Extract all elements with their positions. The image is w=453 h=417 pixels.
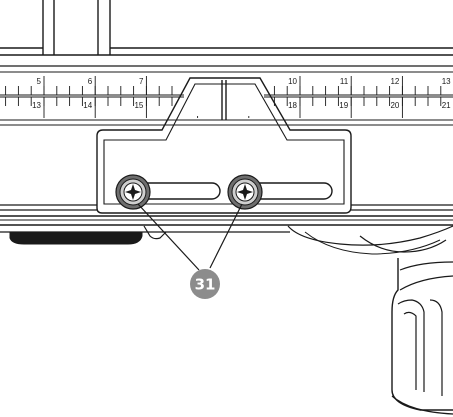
scale-number: 11 [340,77,349,86]
scale-number: 20 [390,101,399,110]
scale-number: 10 [288,77,297,86]
scale-number: 13 [442,77,451,86]
scale-number: 5 [37,77,42,86]
upper-frame [0,0,453,67]
lower-rails [0,204,453,245]
scale-number: 6 [88,77,93,86]
scale-number: 18 [288,101,297,110]
phillips-screw-icon [125,184,141,200]
scale-number: 13 [32,101,41,110]
callout-label: 31 [195,276,216,294]
scale-number: 14 [83,101,92,110]
motor-housing [287,225,453,415]
screw-left [115,174,151,210]
scale-cursor-window [96,76,352,214]
callout-leaders [137,203,243,271]
scale-number: 21 [442,101,451,110]
callout-badge: 31 [190,269,220,299]
scale-number: 12 [390,77,399,86]
scale-number: 7 [139,77,144,86]
callout-circle [190,269,220,299]
phillips-screw-icon [237,184,253,200]
screw-right [227,174,263,210]
scale-top-ticks [5,76,442,95]
scale-number: 15 [134,101,143,110]
scale-number: 19 [339,101,348,110]
